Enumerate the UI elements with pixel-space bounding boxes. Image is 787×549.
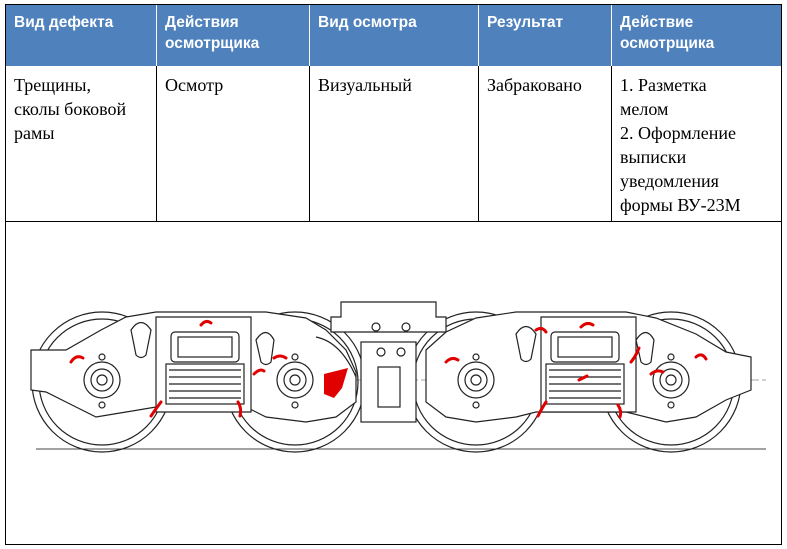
defect-type-line1: Трещины,: [14, 75, 92, 95]
defect-mark: [272, 354, 288, 360]
header-inspection-type-label: Вид осмотра: [318, 14, 417, 31]
bogie-drawing-svg: [30, 301, 766, 453]
defect-mark: [694, 353, 708, 361]
defect-mark: [252, 368, 266, 376]
header-inspection-type: Вид осмотра: [310, 5, 479, 66]
cell-inspection-type: Визуальный: [310, 66, 479, 221]
action-line2: мелом: [620, 99, 669, 119]
action-line6: формы ВУ-23М: [620, 195, 741, 215]
defect-mark: [69, 355, 85, 364]
side-frame-left: [30, 311, 357, 423]
defect-mark: [577, 374, 589, 382]
cell-inspector-action: 1. Разметка мелом 2. Оформление выписки …: [612, 66, 781, 221]
bolster-top: [330, 301, 447, 333]
header-inspector-action-line2: осмотрщика: [620, 35, 715, 52]
cell-defect-type: Трещины, сколы боковой рамы: [6, 66, 157, 221]
defect-type-line3: рамы: [14, 123, 55, 143]
table-header-row: Вид дефекта Действия осмотрщика Вид осмо…: [6, 5, 781, 66]
defect-type-line2: сколы боковой: [14, 99, 127, 119]
header-defect-type-label: Вид дефекта: [14, 14, 114, 31]
defect-mark: [649, 369, 665, 376]
header-inspector-action: Действие осмотрщика: [612, 5, 781, 66]
defect-mark: [236, 400, 243, 418]
defect-mark: [199, 319, 213, 327]
side-frame-right: [425, 311, 752, 423]
defect-mark: [629, 346, 641, 364]
bogie-drawing: [6, 222, 781, 544]
action-line5: уведомления: [620, 171, 719, 191]
action-line4: выписки: [620, 147, 687, 167]
action-line1: 1. Разметка: [620, 75, 707, 95]
header-inspector-actions: Действия осмотрщика: [157, 5, 310, 66]
inspection-type-value: Визуальный: [318, 75, 412, 95]
header-result-label: Результат: [487, 14, 564, 31]
defect-mark: [534, 326, 548, 334]
action-line3: 2. Оформление: [620, 123, 737, 143]
cell-result: Забраковано: [479, 66, 612, 221]
defect-mark: [444, 356, 460, 364]
defect-marks: [69, 319, 708, 419]
inspector-actions-value: Осмотр: [165, 75, 224, 95]
header-inspector-action-line1: Действие: [620, 14, 694, 31]
header-inspector-actions-line1: Действия: [165, 14, 239, 31]
defect-mark: [149, 400, 163, 418]
defect-mark: [616, 403, 623, 419]
defect-chip-fill: [324, 368, 348, 398]
result-value: Забраковано: [487, 75, 582, 95]
header-result: Результат: [479, 5, 612, 66]
defect-mark: [579, 321, 595, 329]
header-inspector-actions-line2: осмотрщика: [165, 35, 260, 52]
table-row: Трещины, сколы боковой рамы Осмотр Визуа…: [6, 66, 781, 222]
defect-table: Вид дефекта Действия осмотрщика Вид осмо…: [5, 4, 782, 545]
header-defect-type: Вид дефекта: [6, 5, 157, 66]
cell-inspector-actions: Осмотр: [157, 66, 310, 221]
defect-mark: [536, 400, 548, 418]
